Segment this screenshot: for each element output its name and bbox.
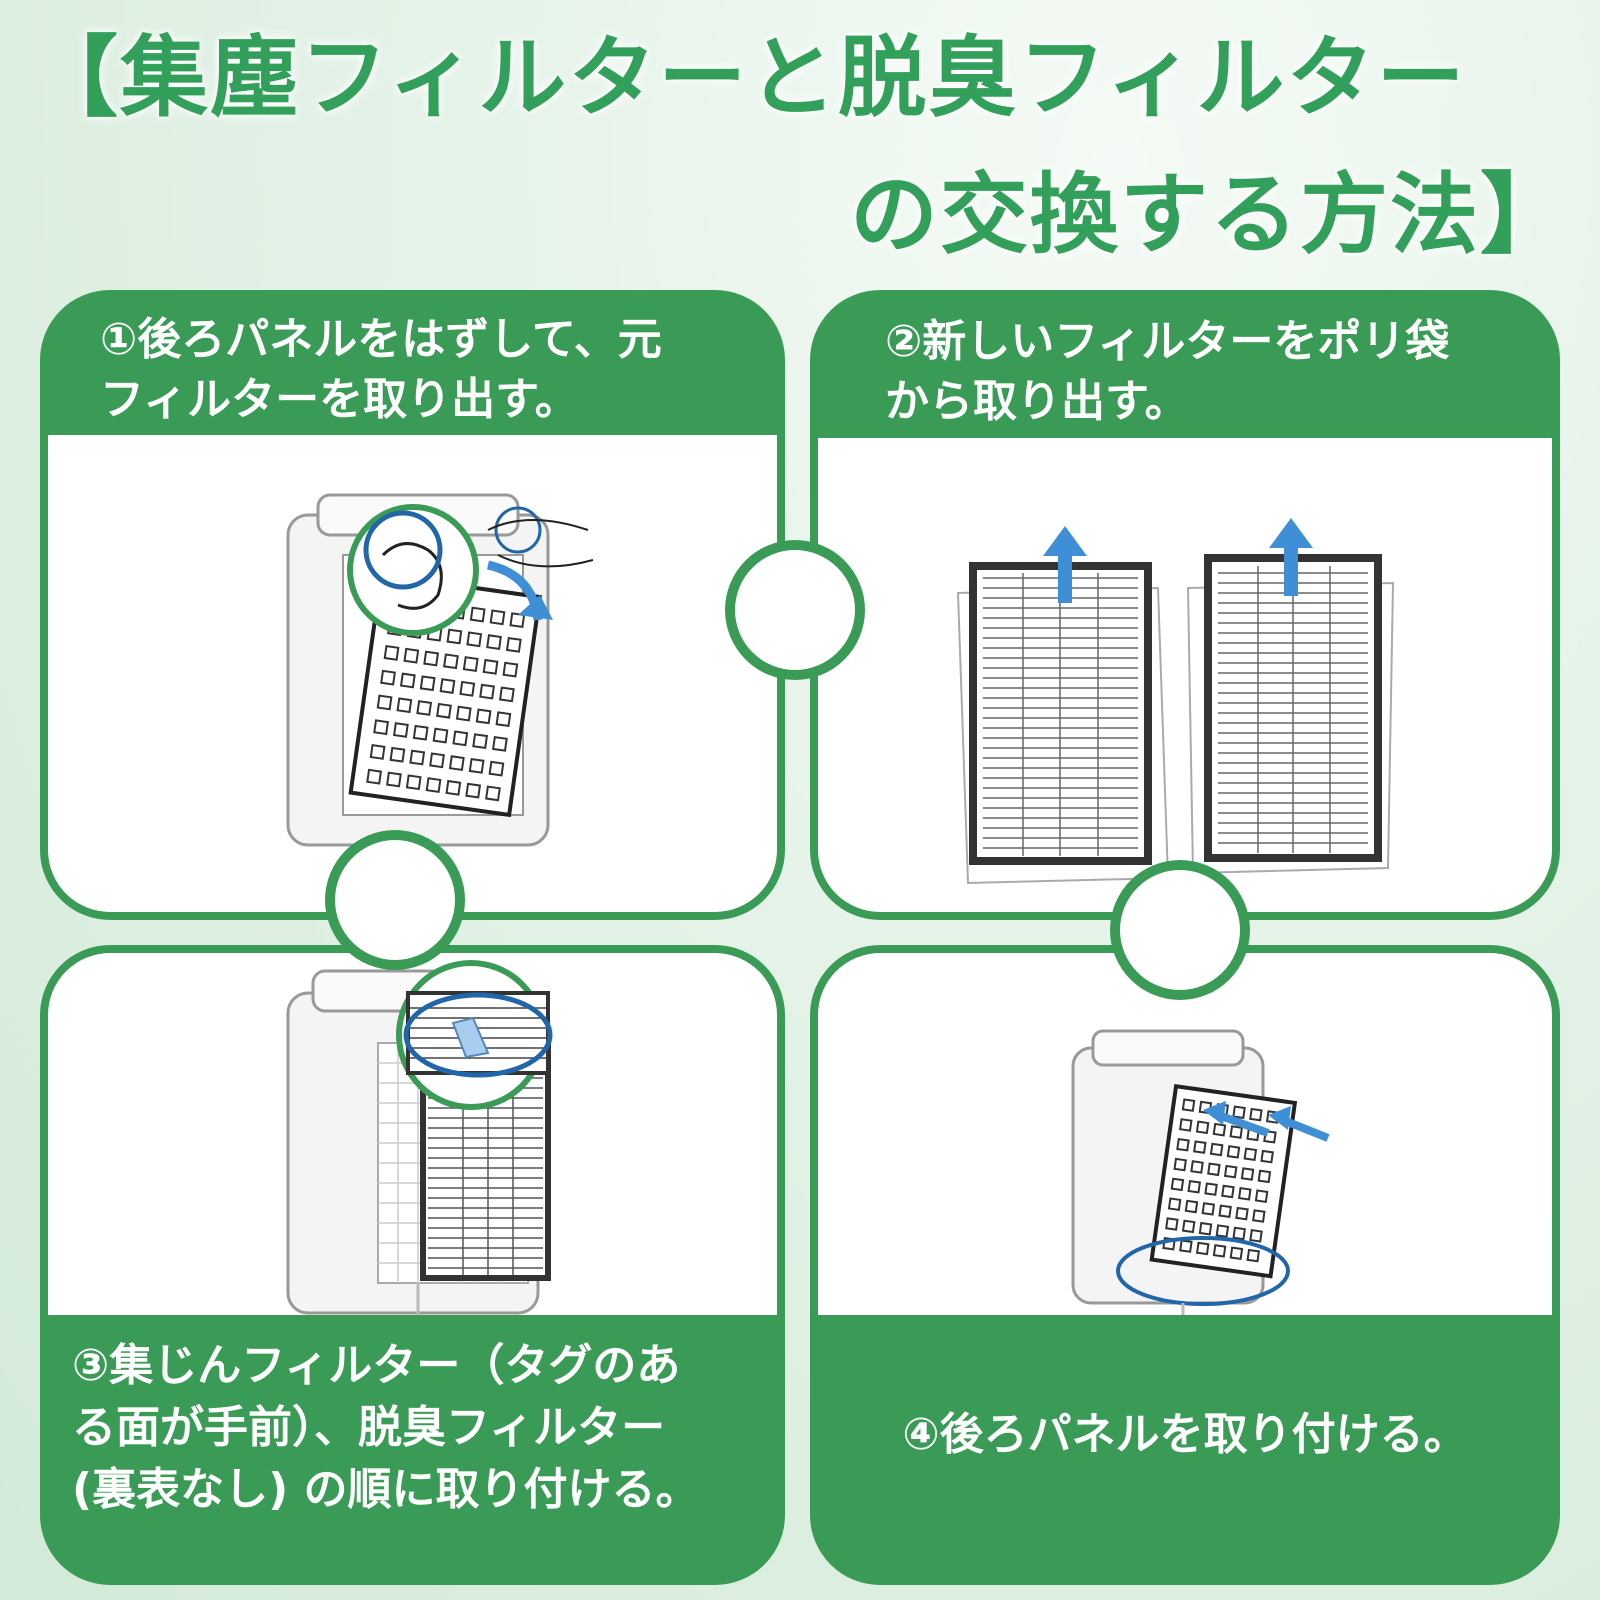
connector-joint-left bbox=[325, 830, 465, 970]
step-3-illustration bbox=[48, 953, 777, 1315]
install-filters-illustration bbox=[286, 960, 553, 1315]
step-3-panel: ③集じんフィルター（タグのあ る面が手前）、脱臭フィルター (裏表なし) の順に… bbox=[40, 945, 785, 1585]
step-2-caption: ②新しいフィルターをポリ袋 から取り出す。 bbox=[885, 316, 1450, 427]
attach-back-panel-illustration bbox=[1071, 1029, 1330, 1315]
step-4-panel: ④後ろパネルを取り付ける。 bbox=[810, 945, 1560, 1585]
step-3-caption: ③集じんフィルター（タグのあ る面が手前）、脱臭フィルター (裏表なし) の順に… bbox=[72, 1340, 700, 1515]
step-1-panel: ①後ろパネルをはずして、元 フィルターを取り出す。 bbox=[40, 290, 785, 920]
connector-joint-bottom-right bbox=[1110, 860, 1250, 1000]
step-1-caption: ①後ろパネルをはずして、元 フィルターを取り出す。 bbox=[100, 314, 662, 425]
air-purifier-remove-panel-illustration bbox=[286, 493, 594, 895]
page-title-line1: 【集塵フィルターと脱臭フィルター bbox=[30, 26, 1467, 129]
filters-out-of-bag-illustration bbox=[956, 518, 1395, 885]
connector-joint-right bbox=[725, 540, 865, 680]
page-title-line2: の交換する方法】 bbox=[849, 163, 1570, 266]
step-2-illustration bbox=[818, 438, 1552, 912]
step-4-illustration bbox=[818, 953, 1552, 1315]
step-1-illustration bbox=[48, 435, 777, 912]
step-2-panel: ②新しいフィルターをポリ袋 から取り出す。 bbox=[810, 290, 1560, 920]
step-4-caption: ④後ろパネルを取り付ける。 bbox=[902, 1409, 1468, 1460]
